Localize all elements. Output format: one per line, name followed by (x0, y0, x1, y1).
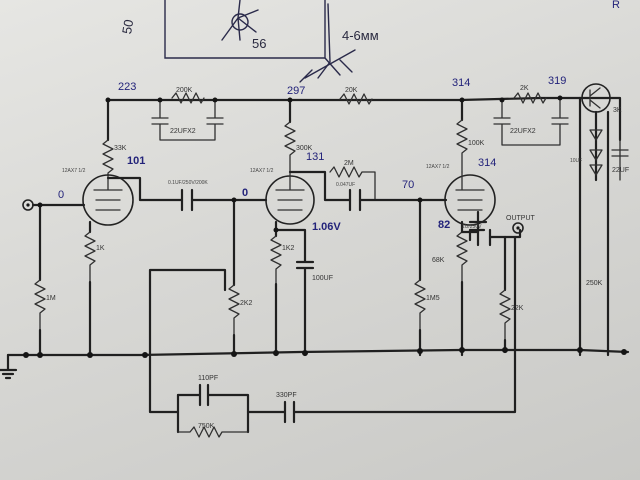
label-r-750k: 750K (198, 423, 215, 430)
label-r-2k: 2K (520, 85, 529, 92)
label-output: OUTPUT (506, 215, 536, 222)
label-tube3: 12AX7 1/2 (426, 164, 450, 170)
hand-node-314b: 314 (478, 157, 496, 169)
hand-mark-56: 56 (252, 36, 266, 51)
hand-node-0b: 0 (242, 187, 248, 199)
hand-node-101: 101 (127, 155, 145, 167)
hand-bias-106: 1.06V (312, 221, 341, 233)
hand-node-0a: 0 (58, 189, 64, 201)
resistor-20k (339, 93, 373, 105)
label-tube2: 12AX7 1/2 (250, 168, 274, 174)
hand-corner-r: R (612, 0, 620, 11)
resistor-200k (171, 92, 205, 104)
label-c-22ufx2-b: 22UFX2 (510, 128, 536, 135)
label-r-2k2: 2K2 (240, 300, 253, 307)
label-c-22uf: 22UF (612, 167, 629, 174)
label-c-0047: 0.047UF (336, 182, 355, 188)
label-r-20k: 20K (345, 87, 358, 94)
hand-node-314a: 314 (452, 77, 470, 89)
b-plus-rail (106, 96, 582, 102)
hand-node-70: 70 (402, 179, 414, 191)
label-r-1m5: 1M5 (426, 295, 440, 302)
label-c-coupling1: 0.1UF/250V/200K (168, 180, 208, 186)
label-c-330pf: 330PF (276, 392, 297, 399)
hand-node-223: 223 (118, 81, 136, 93)
label-r-1k: 1K (96, 245, 105, 252)
resistor-2k (513, 92, 547, 104)
label-r-1k2: 1K2 (282, 245, 295, 252)
label-c-10uf: 10UF (570, 158, 582, 164)
label-r-3k: 3K (613, 107, 622, 114)
label-r-300k: 300K (296, 145, 313, 152)
ground-rail (6, 348, 630, 357)
label-tube1: 12AX7 1/2 (62, 168, 86, 174)
label-r-100k: 100K (468, 140, 485, 147)
output-jack-icon (512, 222, 524, 234)
label-r-2m: 2M (344, 160, 354, 167)
junction-dots (23, 95, 627, 358)
tube-1-icon (82, 174, 134, 226)
top-sketch (164, 0, 356, 83)
hand-node-297: 297 (287, 85, 305, 97)
label-c-1uf250: 1U/250V (462, 224, 482, 230)
label-c-22ufx2-a: 22UFX2 (170, 128, 196, 135)
ground-icon (0, 353, 18, 380)
label-r-22k: 22K (511, 305, 524, 312)
hand-node-82: 82 (438, 219, 450, 231)
label-r-250k: 250K (586, 280, 603, 287)
hand-node-319: 319 (548, 75, 566, 87)
label-c-100uf: 100UF (312, 275, 333, 282)
label-r-33k: 33K (114, 145, 127, 152)
label-r-200k: 200K (176, 87, 193, 94)
hand-top-number: 50 (119, 18, 136, 35)
hand-node-131: 131 (306, 151, 324, 163)
label-r-1m: 1M (46, 295, 56, 302)
hand-note-mm: 4-6мм (342, 28, 379, 43)
label-c-110pf: 110PF (198, 375, 218, 382)
label-r-68k: 68K (432, 257, 445, 264)
